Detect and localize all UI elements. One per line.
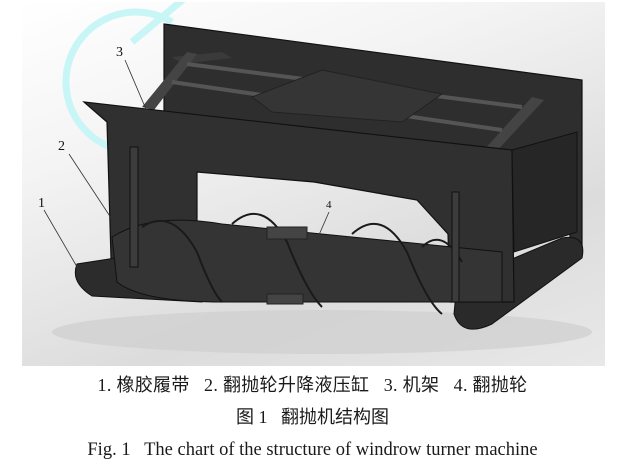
figure-caption-english: Fig. 1 The chart of the structure of win… — [87, 440, 538, 460]
figure-caption-chinese: 图 1 翻抛机结构图 — [236, 407, 389, 427]
machine-render-figure: 1 2 3 4 — [22, 2, 605, 366]
callout-1: 1 — [38, 196, 45, 211]
callout-3: 3 — [116, 45, 123, 60]
windrow-turner-drawing: 1 2 3 4 — [38, 23, 592, 354]
figure-legend: 1. 橡胶履带 2. 翻抛轮升降液压缸 3. 机架 4. 翻抛轮 — [97, 375, 528, 395]
callout-4: 4 — [326, 199, 332, 211]
callout-2: 2 — [58, 139, 65, 154]
